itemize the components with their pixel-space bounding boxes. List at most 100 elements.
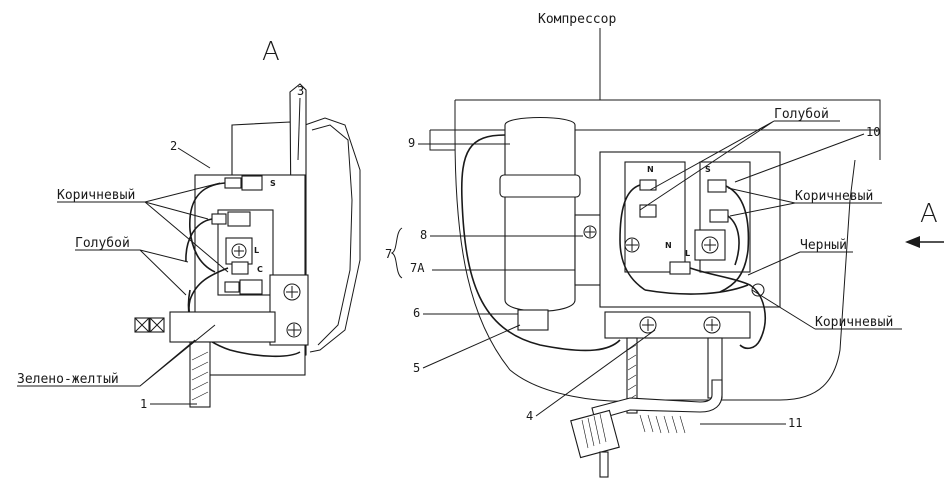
capacitor-screw xyxy=(583,225,597,239)
left-screw-lower-cross xyxy=(288,324,300,336)
right-wire-brown-2 xyxy=(727,215,740,266)
right-wire-blue xyxy=(619,184,646,291)
compressor-outline xyxy=(454,134,856,402)
left-terminal-s: S xyxy=(270,179,276,188)
right-connector-4 xyxy=(639,204,657,218)
right-cable-thin xyxy=(626,337,638,414)
right-number-11: 11 xyxy=(788,416,802,430)
right-number-10: 10 xyxy=(866,125,880,139)
view-a-label: A xyxy=(262,37,280,67)
right-number-7a: 7А xyxy=(410,261,425,275)
right-leader-4 xyxy=(535,329,656,417)
right-leader-brown-2 xyxy=(751,289,902,330)
compressor-cap xyxy=(430,129,881,160)
left-label-blue: Голубой xyxy=(75,236,130,251)
left-leader-2 xyxy=(177,147,211,169)
left-number-2: 2 xyxy=(170,139,177,153)
right-terminal-n-top: N xyxy=(647,165,654,174)
left-connector-mid1 xyxy=(211,213,227,225)
left-connector-low1 xyxy=(224,281,240,293)
left-screw-bracket-cross xyxy=(286,286,298,298)
right-leader-blue xyxy=(639,120,840,211)
right-cable-thin-hatch xyxy=(627,344,637,401)
left-wire-brown-1 xyxy=(189,182,226,273)
right-label-brown-2: Коричневый xyxy=(815,315,893,330)
right-wire-brown-3 xyxy=(689,267,766,350)
right-brace-7 xyxy=(390,227,403,279)
left-bracket xyxy=(269,274,309,346)
right-connector-3 xyxy=(709,209,729,223)
right-number-4: 4 xyxy=(526,409,533,423)
right-number-8: 8 xyxy=(420,228,427,242)
left-label-brown: Коричневый xyxy=(57,188,135,203)
right-leader-10 xyxy=(734,133,865,183)
left-connector-s2 xyxy=(241,175,263,191)
right-label-brown: Коричневый xyxy=(795,189,873,204)
compressor-top xyxy=(454,99,881,135)
right-wire-black xyxy=(644,284,749,295)
left-housing-inner xyxy=(311,124,353,346)
right-clamp-screw-1-cross xyxy=(642,319,654,331)
left-housing-curve xyxy=(304,117,361,353)
right-clamp-screw-2-cross xyxy=(706,319,718,331)
left-screw-l-cross xyxy=(234,246,244,256)
right-view: Компрессор N S N L xyxy=(385,12,902,478)
right-clamp xyxy=(604,311,751,339)
right-number-6: 6 xyxy=(413,306,420,320)
left-view: A S L C xyxy=(17,37,361,411)
view-arrow: A xyxy=(905,199,944,248)
left-connector-mid2 xyxy=(227,211,251,227)
right-screw-n xyxy=(624,237,640,253)
capacitor-cable-loop xyxy=(460,134,621,352)
capacitor-base xyxy=(517,309,549,331)
right-screw-n-cross xyxy=(626,239,638,251)
left-leader-blue xyxy=(75,249,189,296)
left-leader-green-yellow xyxy=(17,324,216,387)
compressor-cap-left xyxy=(429,130,455,151)
right-leader-5 xyxy=(422,324,521,369)
capacitor-screw-cross xyxy=(585,227,595,237)
left-connector-low2 xyxy=(239,279,263,295)
right-number-7: 7 xyxy=(385,247,392,261)
right-clamp-screw-2 xyxy=(703,316,721,334)
left-terminal-c: C xyxy=(257,265,263,274)
right-screw-l xyxy=(701,236,719,254)
plug-cable xyxy=(591,379,723,421)
plug-pin xyxy=(599,451,609,478)
left-screw-l xyxy=(231,243,247,259)
compressor-title: Компрессор xyxy=(538,12,616,27)
right-wire-brown-1 xyxy=(719,185,750,293)
capacitor-band xyxy=(499,174,581,198)
left-screw-bracket xyxy=(283,283,301,301)
left-leader-brown xyxy=(57,182,229,273)
left-wire-brown-2 xyxy=(185,218,213,263)
right-leader-black xyxy=(747,251,853,276)
left-number-3: 3 xyxy=(297,84,304,98)
right-connector-5 xyxy=(669,261,691,275)
right-number-9: 9 xyxy=(408,136,415,150)
right-screw-l-cross xyxy=(704,239,716,251)
view-arrow-head-icon xyxy=(905,236,920,248)
left-cable-hatch xyxy=(191,351,209,401)
right-number-5: 5 xyxy=(413,361,420,375)
left-terminal-l: L xyxy=(254,246,259,255)
left-leader-3 xyxy=(297,97,301,161)
left-label-green-yellow: Зелено-желтый xyxy=(17,372,119,387)
left-connector-c1 xyxy=(231,261,249,275)
right-label-blue: Голубой xyxy=(774,107,829,122)
right-clamp-screw-1 xyxy=(639,316,657,334)
left-number-1: 1 xyxy=(140,397,147,411)
left-screw-lower xyxy=(286,322,302,338)
right-label-black: Черный xyxy=(800,238,847,253)
plug-hatch xyxy=(581,413,686,449)
right-terminal-l: L xyxy=(685,249,690,258)
left-clamp-tabs-x xyxy=(134,317,165,333)
left-connector-s1 xyxy=(224,177,242,189)
left-cable xyxy=(189,341,211,408)
plug-body xyxy=(570,409,620,459)
view-arrow-label: A xyxy=(920,199,938,229)
right-terminal-n-mid: N xyxy=(665,241,672,250)
capacitor xyxy=(504,116,576,312)
